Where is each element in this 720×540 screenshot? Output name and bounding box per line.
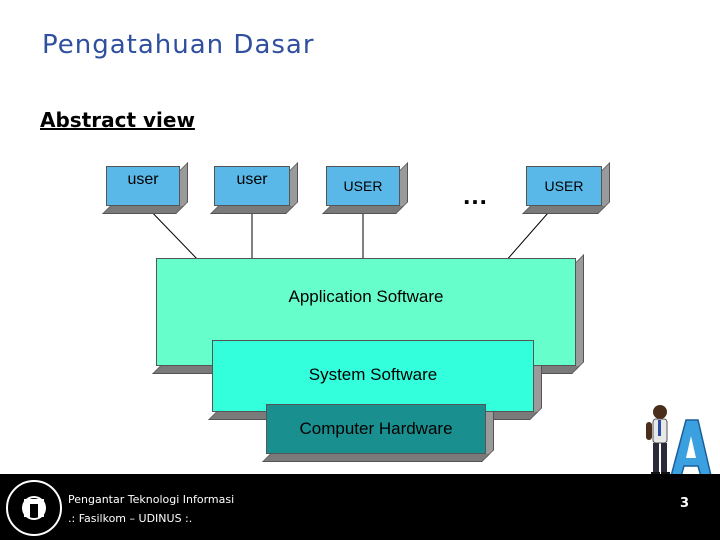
slide-title: Pengatahuan Dasar bbox=[42, 30, 315, 60]
user-box-1: user bbox=[102, 162, 188, 214]
connector-line-user-1 bbox=[144, 204, 201, 263]
more-users-ellipsis: … bbox=[462, 180, 489, 210]
user-box-4: USER bbox=[522, 162, 610, 214]
footer-course-name: Pengantar Teknologi Informasi bbox=[68, 493, 235, 506]
box-bottom bbox=[262, 454, 490, 462]
user-box-label: user bbox=[214, 166, 290, 206]
letter-a-mascot-icon bbox=[646, 405, 712, 481]
page-number: 3 bbox=[680, 496, 690, 511]
box-bottom bbox=[322, 206, 404, 214]
connector-line-user-4 bbox=[504, 204, 556, 263]
box-side bbox=[290, 162, 298, 210]
footer-bar bbox=[0, 474, 720, 540]
user-box-label: USER bbox=[526, 166, 602, 206]
box-bottom bbox=[210, 206, 294, 214]
box-side bbox=[180, 162, 188, 210]
university-seal-icon bbox=[6, 480, 62, 536]
seal-mark bbox=[24, 499, 44, 517]
box-bottom bbox=[102, 206, 184, 214]
user-box-3: USER bbox=[322, 162, 408, 214]
computer-hardware-label: Computer Hardware bbox=[266, 404, 486, 454]
user-box-label: USER bbox=[326, 166, 400, 206]
user-box-2: user bbox=[210, 162, 298, 214]
system-software-layer: System Software bbox=[208, 336, 542, 420]
user-box-label: user bbox=[106, 166, 180, 206]
seal-inner-ring bbox=[22, 496, 46, 520]
system-software-label: System Software bbox=[212, 340, 534, 412]
slide-subtitle: Abstract view bbox=[40, 108, 195, 132]
box-side bbox=[602, 162, 610, 210]
computer-hardware-layer: Computer Hardware bbox=[262, 400, 494, 462]
footer-institution: .: Fasilkom – UDINUS :. bbox=[68, 512, 193, 525]
box-bottom bbox=[522, 206, 606, 214]
box-side bbox=[576, 254, 584, 370]
box-side bbox=[400, 162, 408, 210]
